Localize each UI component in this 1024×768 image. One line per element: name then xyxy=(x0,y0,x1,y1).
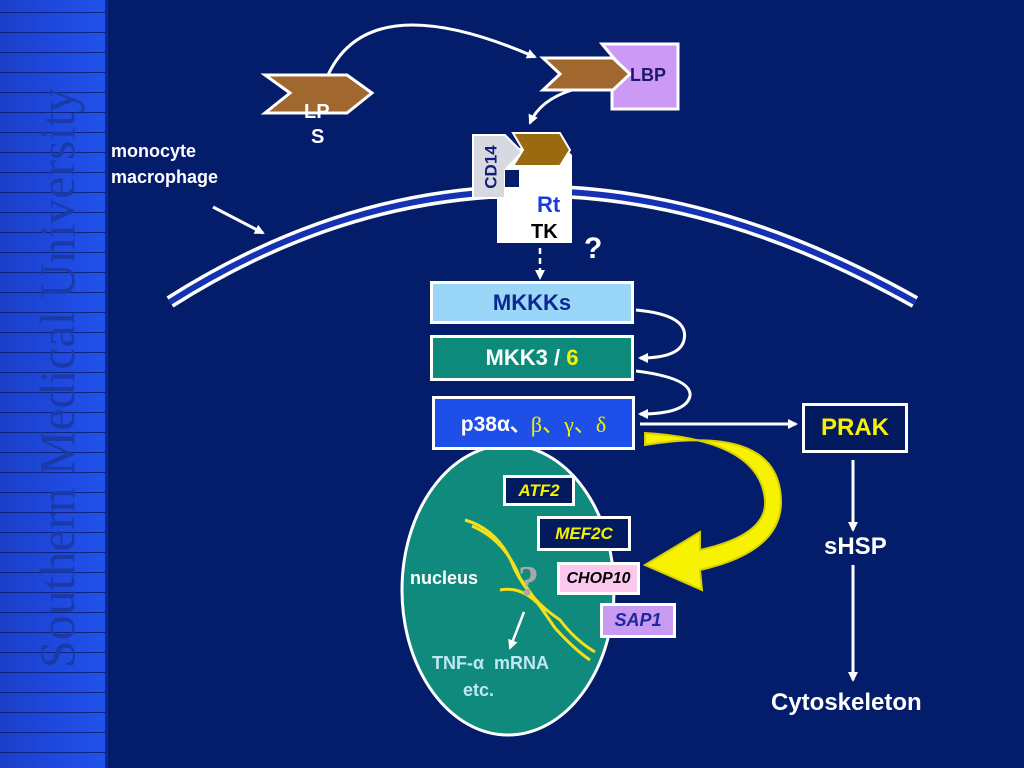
receptor-notch xyxy=(505,170,519,187)
shsp-label: sHSP xyxy=(824,533,887,560)
sidebar-stripe xyxy=(0,752,105,753)
sidebar-stripe xyxy=(0,692,105,693)
sidebar-stripe xyxy=(0,132,105,133)
sidebar-stripe xyxy=(0,172,105,173)
sidebar-stripe xyxy=(0,432,105,433)
sidebar-stripe xyxy=(0,192,105,193)
membrane-pointer-arrow xyxy=(212,205,265,235)
sidebar-banner xyxy=(0,0,105,768)
prak-label: PRAK xyxy=(820,414,889,441)
sidebar-stripe xyxy=(0,532,105,533)
sidebar-stripe xyxy=(0,152,105,153)
lps-label-line2: S xyxy=(311,126,325,148)
cd14-label: CD14 xyxy=(481,145,501,189)
tf-chop10-label: CHOP10 xyxy=(566,569,631,587)
gene-expression-arrow xyxy=(508,611,526,650)
sidebar-stripe xyxy=(0,92,105,93)
sidebar-stripe xyxy=(0,252,105,253)
cell-label-line2: macrophage xyxy=(111,167,219,187)
cell-label-line1: monocyte xyxy=(111,141,197,161)
sidebar-stripe xyxy=(0,632,105,633)
sidebar-stripe xyxy=(0,452,105,453)
sidebar-stripe xyxy=(0,32,105,33)
p38-box: p38α、β、γ、δ xyxy=(432,396,635,450)
sidebar-stripe xyxy=(0,392,105,393)
sidebar-stripe xyxy=(0,232,105,233)
sidebar-stripe xyxy=(0,312,105,313)
lps-to-lbp-arrow xyxy=(326,23,537,76)
sidebar-stripe xyxy=(0,552,105,553)
tf-atf2-label: ATF2 xyxy=(518,480,560,500)
tf-atf2: ATF2 xyxy=(503,475,575,506)
mkkks-box: MKKKs xyxy=(430,281,634,324)
sidebar-stripe xyxy=(0,492,105,493)
tf-mef2c-label: MEF2C xyxy=(555,523,613,543)
tk-label: TK xyxy=(531,221,558,243)
sidebar-stripe xyxy=(0,412,105,413)
sidebar-stripe xyxy=(0,712,105,713)
sidebar-stripe xyxy=(0,332,105,333)
sidebar-stripe xyxy=(0,372,105,373)
sidebar-stripe xyxy=(0,112,105,113)
prak-box: PRAK xyxy=(802,403,908,453)
mkkks-to-mkk-arrow xyxy=(635,308,687,363)
etc-label: etc. xyxy=(463,680,495,700)
sidebar-stripe xyxy=(0,212,105,213)
sidebar-stripe xyxy=(0,272,105,273)
receptor-question-mark: ? xyxy=(584,232,603,265)
sidebar-stripe xyxy=(0,352,105,353)
sidebar-stripe xyxy=(0,572,105,573)
lbp-bound-lps-chevron xyxy=(539,56,633,92)
rt-label: Rt xyxy=(537,192,561,217)
sidebar-stripe xyxy=(0,292,105,293)
lps-label-line1: LP xyxy=(304,101,330,123)
lbp-to-cd14-arrow xyxy=(528,88,573,125)
sidebar-stripe xyxy=(0,512,105,513)
tf-sap1-label: SAP1 xyxy=(614,610,662,630)
sidebar-stripe xyxy=(0,592,105,593)
receptor-bound-lps-chevron xyxy=(511,132,572,167)
nucleus-question-mark: ? xyxy=(518,559,539,605)
mkk-box: MKK3 / 6 xyxy=(430,335,634,381)
dna-strand-3 xyxy=(499,587,547,613)
sidebar-stripe xyxy=(0,52,105,53)
mkkks-label: MKKKs xyxy=(492,289,572,315)
cytoskeleton-label: Cytoskeleton xyxy=(771,689,922,716)
lbp-label: LBP xyxy=(630,65,666,85)
mkk-label-6: 6 xyxy=(566,345,579,370)
p38-isoforms-label: β、γ、δ xyxy=(530,412,607,437)
p38-to-nucleus-yellow-arrow xyxy=(642,431,782,592)
tnf-mrna-label: TNF-α mRNA xyxy=(432,653,550,673)
sidebar-stripe xyxy=(0,72,105,73)
sidebar-stripe xyxy=(0,652,105,653)
mkk-label: MKK3 / xyxy=(485,345,567,370)
sidebar-edge xyxy=(105,0,108,768)
sidebar-stripe xyxy=(0,12,105,13)
tf-chop10: CHOP10 xyxy=(557,562,640,595)
tf-mef2c: MEF2C xyxy=(537,516,631,551)
lps-chevron xyxy=(260,73,375,115)
nucleus-label: nucleus xyxy=(410,568,479,588)
sidebar-stripe xyxy=(0,732,105,733)
p38-alpha-label: p38α、 xyxy=(460,413,531,436)
tf-sap1: SAP1 xyxy=(600,603,676,638)
sidebar-stripe xyxy=(0,612,105,613)
sidebar-stripe xyxy=(0,672,105,673)
sidebar-stripe xyxy=(0,472,105,473)
mkk-to-p38-arrow xyxy=(635,369,692,419)
